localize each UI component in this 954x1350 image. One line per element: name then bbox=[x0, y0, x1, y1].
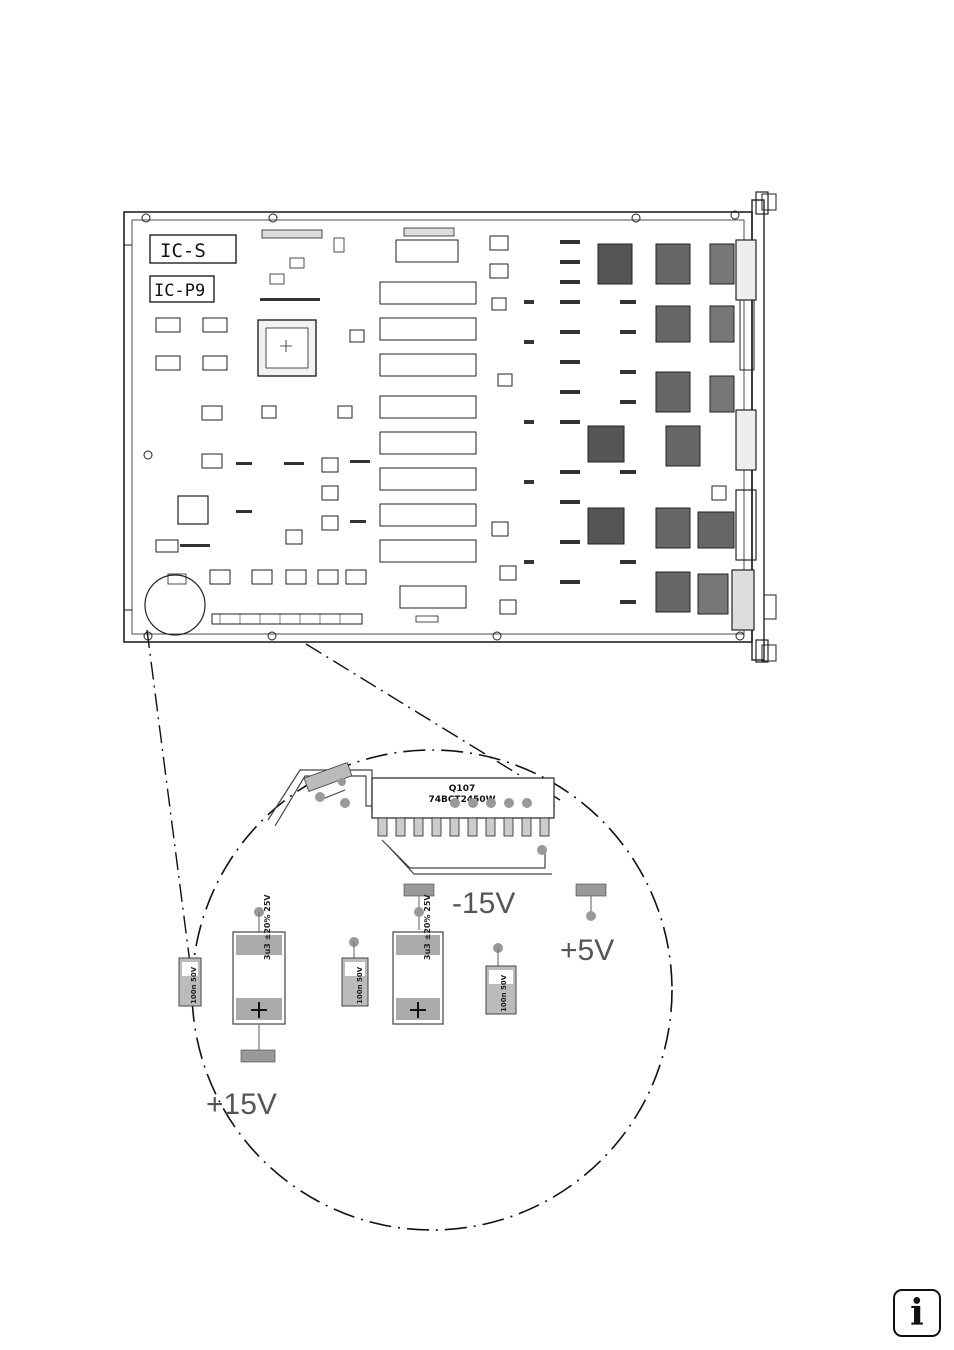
svg-text:100n 50V: 100n 50V bbox=[356, 966, 364, 1004]
svg-text:3u3 ±20% 25V: 3u3 ±20% 25V bbox=[263, 894, 272, 960]
info-glyph: i bbox=[910, 1292, 924, 1334]
board-label-ic-s: IC-S bbox=[160, 240, 206, 262]
magnification-lines bbox=[146, 629, 561, 1011]
info-icon: i bbox=[893, 1289, 941, 1337]
svg-text:IC-S: IC-S bbox=[160, 240, 206, 262]
label-pos15v: +15V bbox=[206, 1088, 277, 1121]
capacitor-ceramic-3: 100n 50V bbox=[485, 943, 517, 1015]
capacitor-tantalum-2: 3u3 ±20% 25V bbox=[232, 894, 286, 1063]
svg-text:74BCT2450W: 74BCT2450W bbox=[428, 795, 495, 805]
capacitor-tantalum-1: 3u3 ±20% 25V bbox=[392, 894, 444, 1025]
svg-text:100n 50V: 100n 50V bbox=[500, 974, 508, 1012]
pcb-board bbox=[123, 191, 777, 663]
svg-text:Q107: Q107 bbox=[449, 784, 475, 794]
ic-q107: Q107 74BCT2450W bbox=[371, 777, 555, 855]
detail-view: Q107 74BCT2450W -15V bbox=[178, 749, 673, 1231]
capacitor-ceramic-1: 100n 50V bbox=[178, 957, 202, 1007]
svg-text:3u3 ±20% 25V: 3u3 ±20% 25V bbox=[423, 894, 432, 960]
svg-text:IC-P9: IC-P9 bbox=[154, 281, 205, 301]
label-pos5v: +5V bbox=[560, 934, 614, 967]
svg-text:100n 50V: 100n 50V bbox=[190, 966, 198, 1004]
board-label-ic-p9: IC-P9 bbox=[154, 281, 205, 301]
pad-pos5v bbox=[575, 883, 607, 921]
partial-chip bbox=[303, 762, 353, 808]
capacitor-ceramic-2: 100n 50V bbox=[341, 937, 369, 1007]
pad-neg15v bbox=[403, 883, 435, 930]
label-neg15v: -15V bbox=[452, 887, 515, 920]
